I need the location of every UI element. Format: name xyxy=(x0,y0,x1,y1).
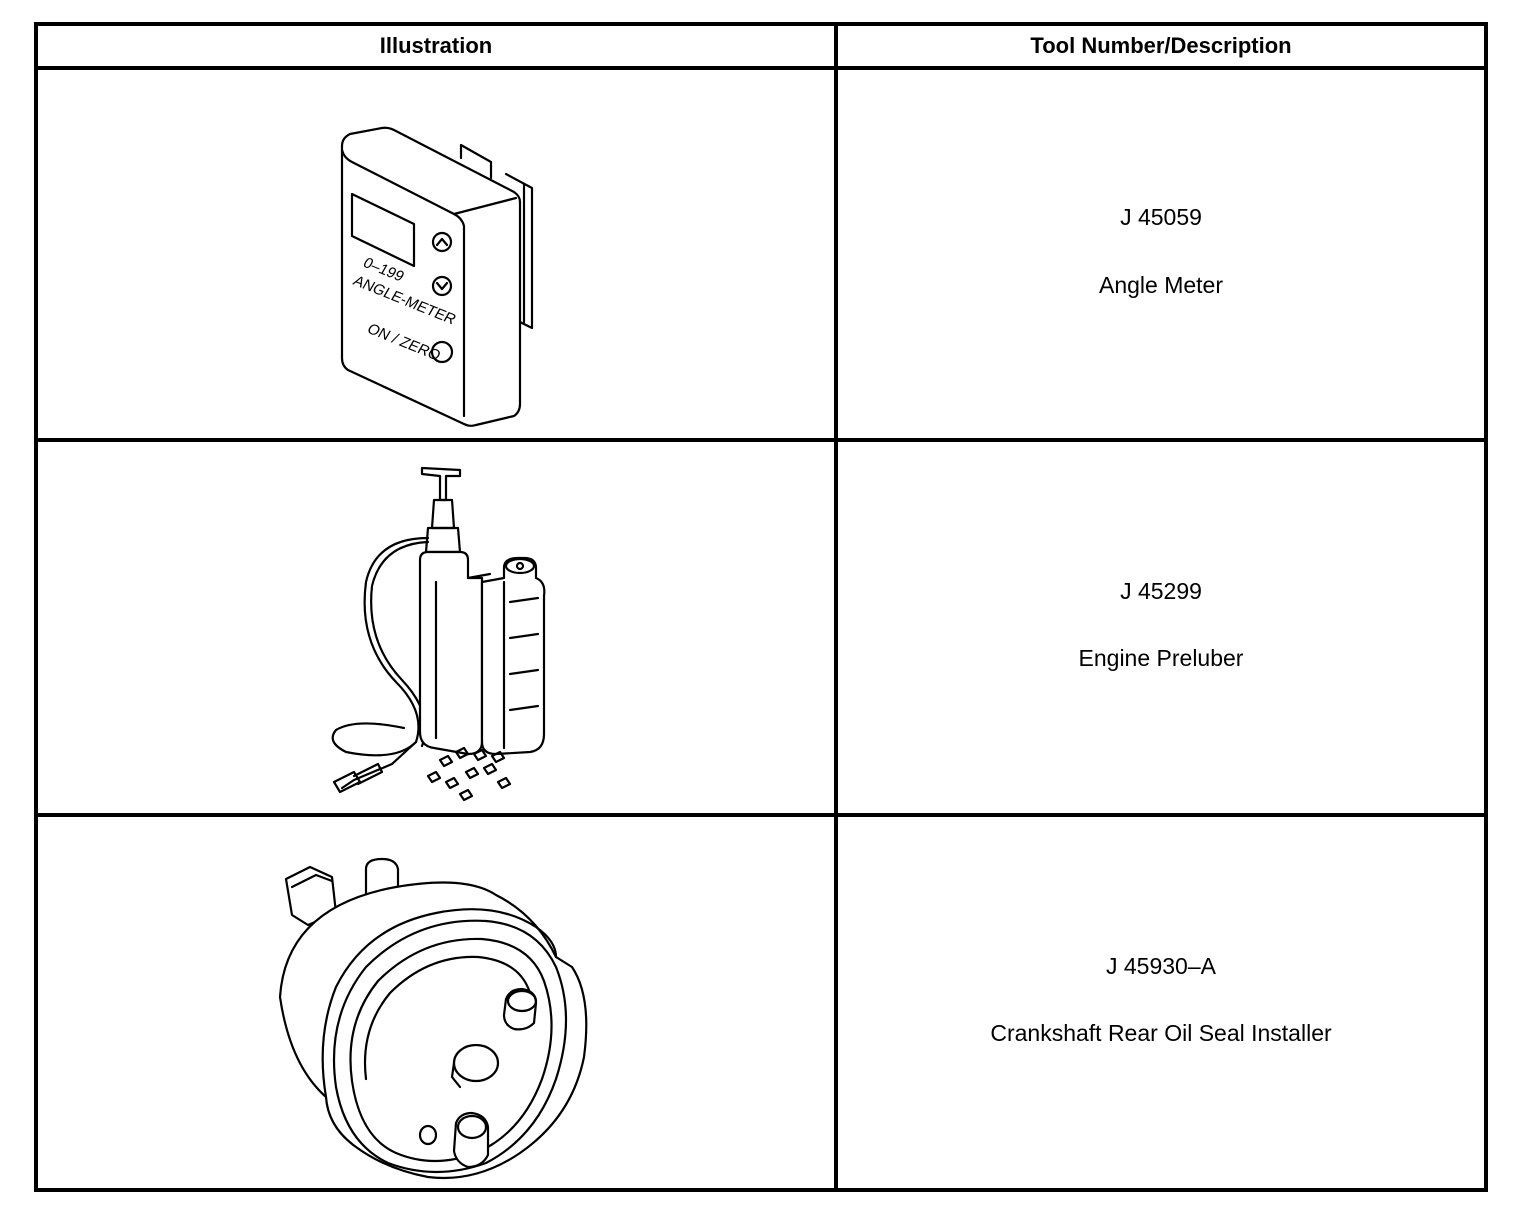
tool-number: J 45299 xyxy=(1120,578,1202,604)
illustration-seal-installer xyxy=(38,817,834,1188)
row-divider xyxy=(38,813,1484,817)
engine-preluber-drawing xyxy=(331,466,546,802)
angle-meter-drawing: 0–199 ANGLE-METER ON / ZERO xyxy=(340,126,534,427)
up-button-icon xyxy=(431,231,453,253)
tool-table: Illustration Tool Number/Description 0–1… xyxy=(34,22,1488,1192)
column-divider xyxy=(834,26,838,1188)
description-cell-2: J 45299 Engine Preluber xyxy=(838,442,1484,813)
header-divider xyxy=(38,66,1484,70)
down-button-icon xyxy=(431,275,453,297)
tool-description: Crankshaft Rear Oil Seal Installer xyxy=(990,1020,1332,1046)
description-cell-3: J 45930–A Crankshaft Rear Oil Seal Insta… xyxy=(838,817,1484,1188)
on-zero-button-icon xyxy=(430,340,454,364)
tool-number: J 45930–A xyxy=(1106,953,1216,979)
header-illustration: Illustration xyxy=(379,33,493,58)
header-tool-description: Tool Number/Description xyxy=(1030,33,1292,58)
illustration-angle-meter: 0–199 ANGLE-METER ON / ZERO xyxy=(38,70,834,438)
seal-installer-drawing xyxy=(278,857,588,1180)
description-cell-1: J 45059 Angle Meter xyxy=(838,70,1484,438)
illustration-engine-preluber xyxy=(38,442,834,813)
tool-description: Angle Meter xyxy=(1098,272,1223,298)
tool-number: J 45059 xyxy=(1120,204,1202,230)
tool-description: Engine Preluber xyxy=(1078,645,1244,671)
row-divider xyxy=(38,438,1484,442)
fitting-set xyxy=(426,746,512,802)
